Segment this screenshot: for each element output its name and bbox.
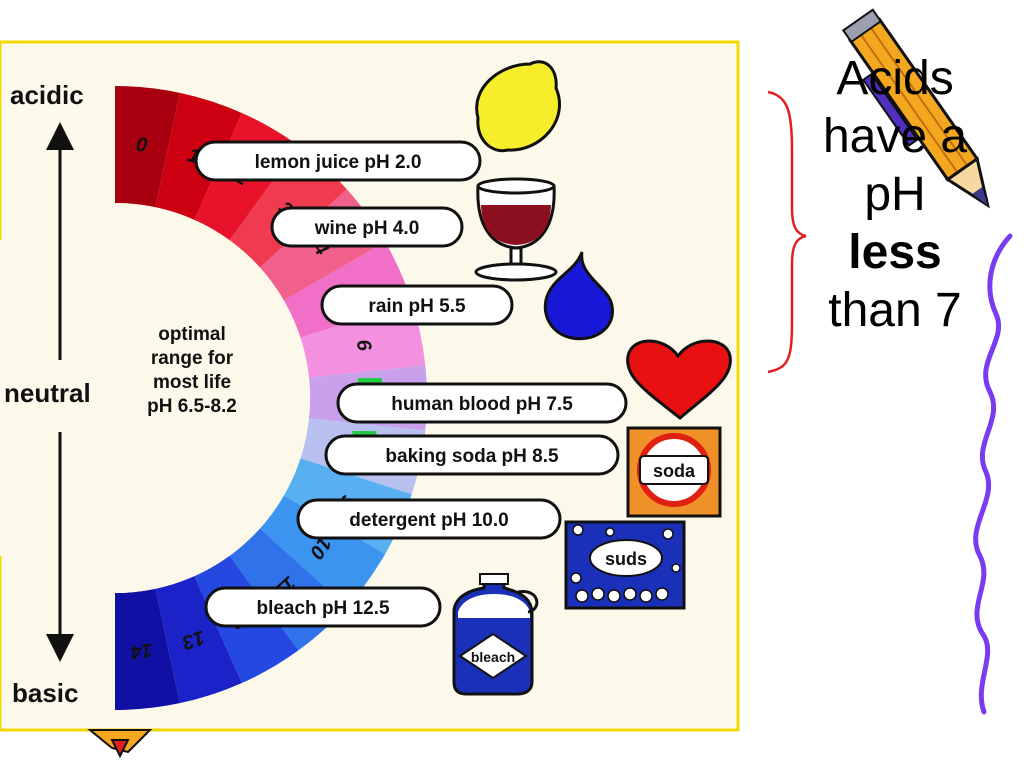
pill-label: human blood pH 7.5 xyxy=(391,394,573,415)
suds-box-text: suds xyxy=(605,549,647,569)
optimal-line-4: pH 6.5-8.2 xyxy=(147,396,237,417)
pill-lemon-juice: lemon juice pH 2.0 xyxy=(194,140,482,182)
ph-number-0: 0 xyxy=(135,134,148,157)
optimal-range-label: optimal range for most life pH 6.5-8.2 xyxy=(147,324,237,417)
ph-band-0 xyxy=(115,86,180,208)
ph-band-13 xyxy=(155,576,242,704)
bleach-jug-icon: bleach xyxy=(452,573,539,696)
caption-line-5: than 7 xyxy=(828,284,962,337)
caption-line-4: less xyxy=(848,226,942,279)
caption-line-1: Acids xyxy=(836,52,954,105)
pencil-tip-icon xyxy=(87,729,153,759)
pill-detergent: detergent pH 10.0 xyxy=(296,498,562,540)
pencil-icon xyxy=(841,8,990,209)
pill-human-blood: human blood pH 7.5 xyxy=(336,382,628,424)
pill-baking-soda: baking soda pH 8.5 xyxy=(324,434,620,476)
optimal-line-1: optimal xyxy=(158,324,226,345)
label-acidic: acidic xyxy=(10,80,84,110)
caption: Acids have a pH less than 7 xyxy=(770,50,1020,340)
decorative-squiggle xyxy=(973,233,1013,715)
pill-wine: wine pH 4.0 xyxy=(270,206,464,248)
ph-number-14: 14 xyxy=(129,639,153,663)
pill-label: wine pH 4.0 xyxy=(314,218,420,239)
pill-label: rain pH 5.5 xyxy=(368,296,466,317)
heart-icon xyxy=(626,339,732,420)
label-neutral: neutral xyxy=(4,378,91,408)
ph-band-10 xyxy=(259,495,386,607)
bleach-jug-text: bleach xyxy=(471,649,515,665)
arc-inner-area xyxy=(0,203,310,593)
soda-box-text: soda xyxy=(653,461,696,481)
bracket-brace xyxy=(767,90,807,374)
caption-line-2: have a xyxy=(822,110,968,163)
ph-band-14 xyxy=(115,588,180,710)
example-substances: lemon juice pH 2.0 wine pH 4.0 rain pH 5… xyxy=(194,140,628,628)
raindrop-icon xyxy=(543,251,614,341)
pill-label: detergent pH 10.0 xyxy=(349,510,508,531)
label-basic: basic xyxy=(12,678,79,708)
wine-glass-icon xyxy=(474,177,558,282)
acid-base-arrow xyxy=(46,122,74,662)
optimal-line-2: range for xyxy=(151,348,234,369)
caption-line-3: pH xyxy=(864,168,926,221)
pill-rain: rain pH 5.5 xyxy=(320,284,514,326)
pill-bleach: bleach pH 12.5 xyxy=(204,586,442,628)
suds-box-icon: suds xyxy=(564,520,686,610)
pill-label: lemon juice pH 2.0 xyxy=(255,152,422,173)
pill-label: baking soda pH 8.5 xyxy=(385,446,559,467)
soda-box-icon: soda xyxy=(626,426,722,518)
lemon-icon xyxy=(475,60,562,153)
pill-label: bleach pH 12.5 xyxy=(256,598,389,619)
optimal-line-3: most life xyxy=(153,372,231,393)
